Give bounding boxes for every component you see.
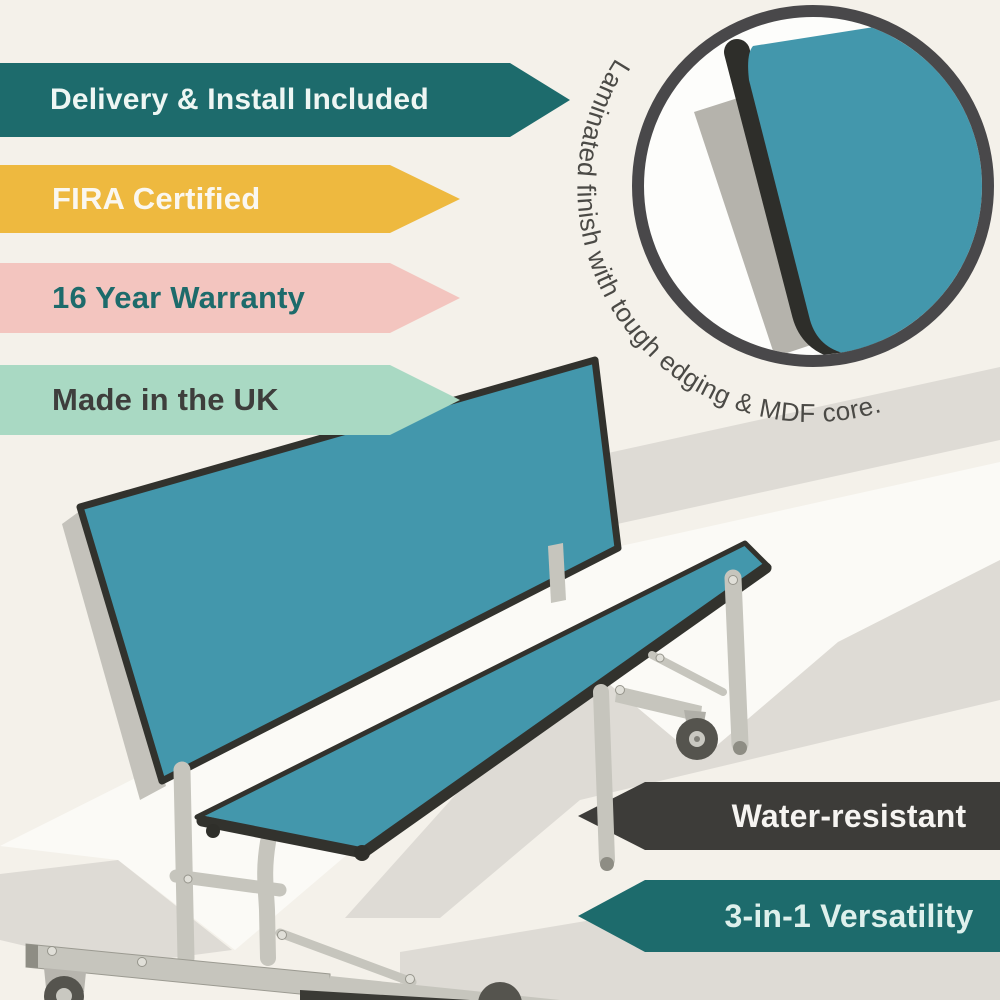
zoom-lens bbox=[632, 5, 994, 367]
feature-badge-water-resistant: Water-resistant bbox=[578, 782, 1000, 850]
frame-bolts bbox=[47, 575, 738, 984]
feature-badge-fira-label: FIRA Certified bbox=[52, 181, 261, 216]
feature-badge-versatility-label: 3-in-1 Versatility bbox=[724, 897, 974, 934]
caster-left bbox=[44, 968, 86, 1000]
lens-panel-laminate bbox=[748, 17, 982, 355]
feature-badge-made-in-uk: Made in the UK bbox=[0, 365, 460, 435]
backrest-mid-tube bbox=[548, 543, 566, 603]
base-beam-cap bbox=[26, 944, 38, 968]
feature-badge-delivery: Delivery & Install Included bbox=[0, 63, 570, 137]
feature-badge-versatility: 3-in-1 Versatility bbox=[578, 880, 1000, 952]
feature-badge-made-in-uk-label: Made in the UK bbox=[52, 382, 279, 417]
lens-content bbox=[694, 17, 982, 355]
product-illustration bbox=[25, 356, 772, 1000]
stripe-gray-top bbox=[540, 367, 1000, 541]
base-beam-shadow bbox=[300, 990, 470, 1000]
feature-badge-water-resistant-label: Water-resistant bbox=[731, 797, 967, 834]
lens-ring bbox=[632, 5, 994, 367]
feature-badge-fira: FIRA Certified bbox=[0, 165, 460, 233]
seat-bumper-left bbox=[206, 824, 220, 838]
bench-frame-left bbox=[169, 761, 417, 987]
bench-frame-right bbox=[615, 569, 749, 760]
stripe-gray-left bbox=[0, 860, 232, 966]
caster-center bbox=[478, 982, 522, 1000]
seat-bumper-mid bbox=[354, 845, 370, 861]
feature-badge-warranty-label: 16 Year Warranty bbox=[52, 280, 306, 315]
feature-badge-delivery-label: Delivery & Install Included bbox=[50, 83, 429, 116]
feature-badge-warranty: 16 Year Warranty bbox=[0, 263, 460, 333]
backrest-side-panel bbox=[62, 508, 166, 800]
stripe-gray-mid bbox=[345, 560, 1000, 918]
